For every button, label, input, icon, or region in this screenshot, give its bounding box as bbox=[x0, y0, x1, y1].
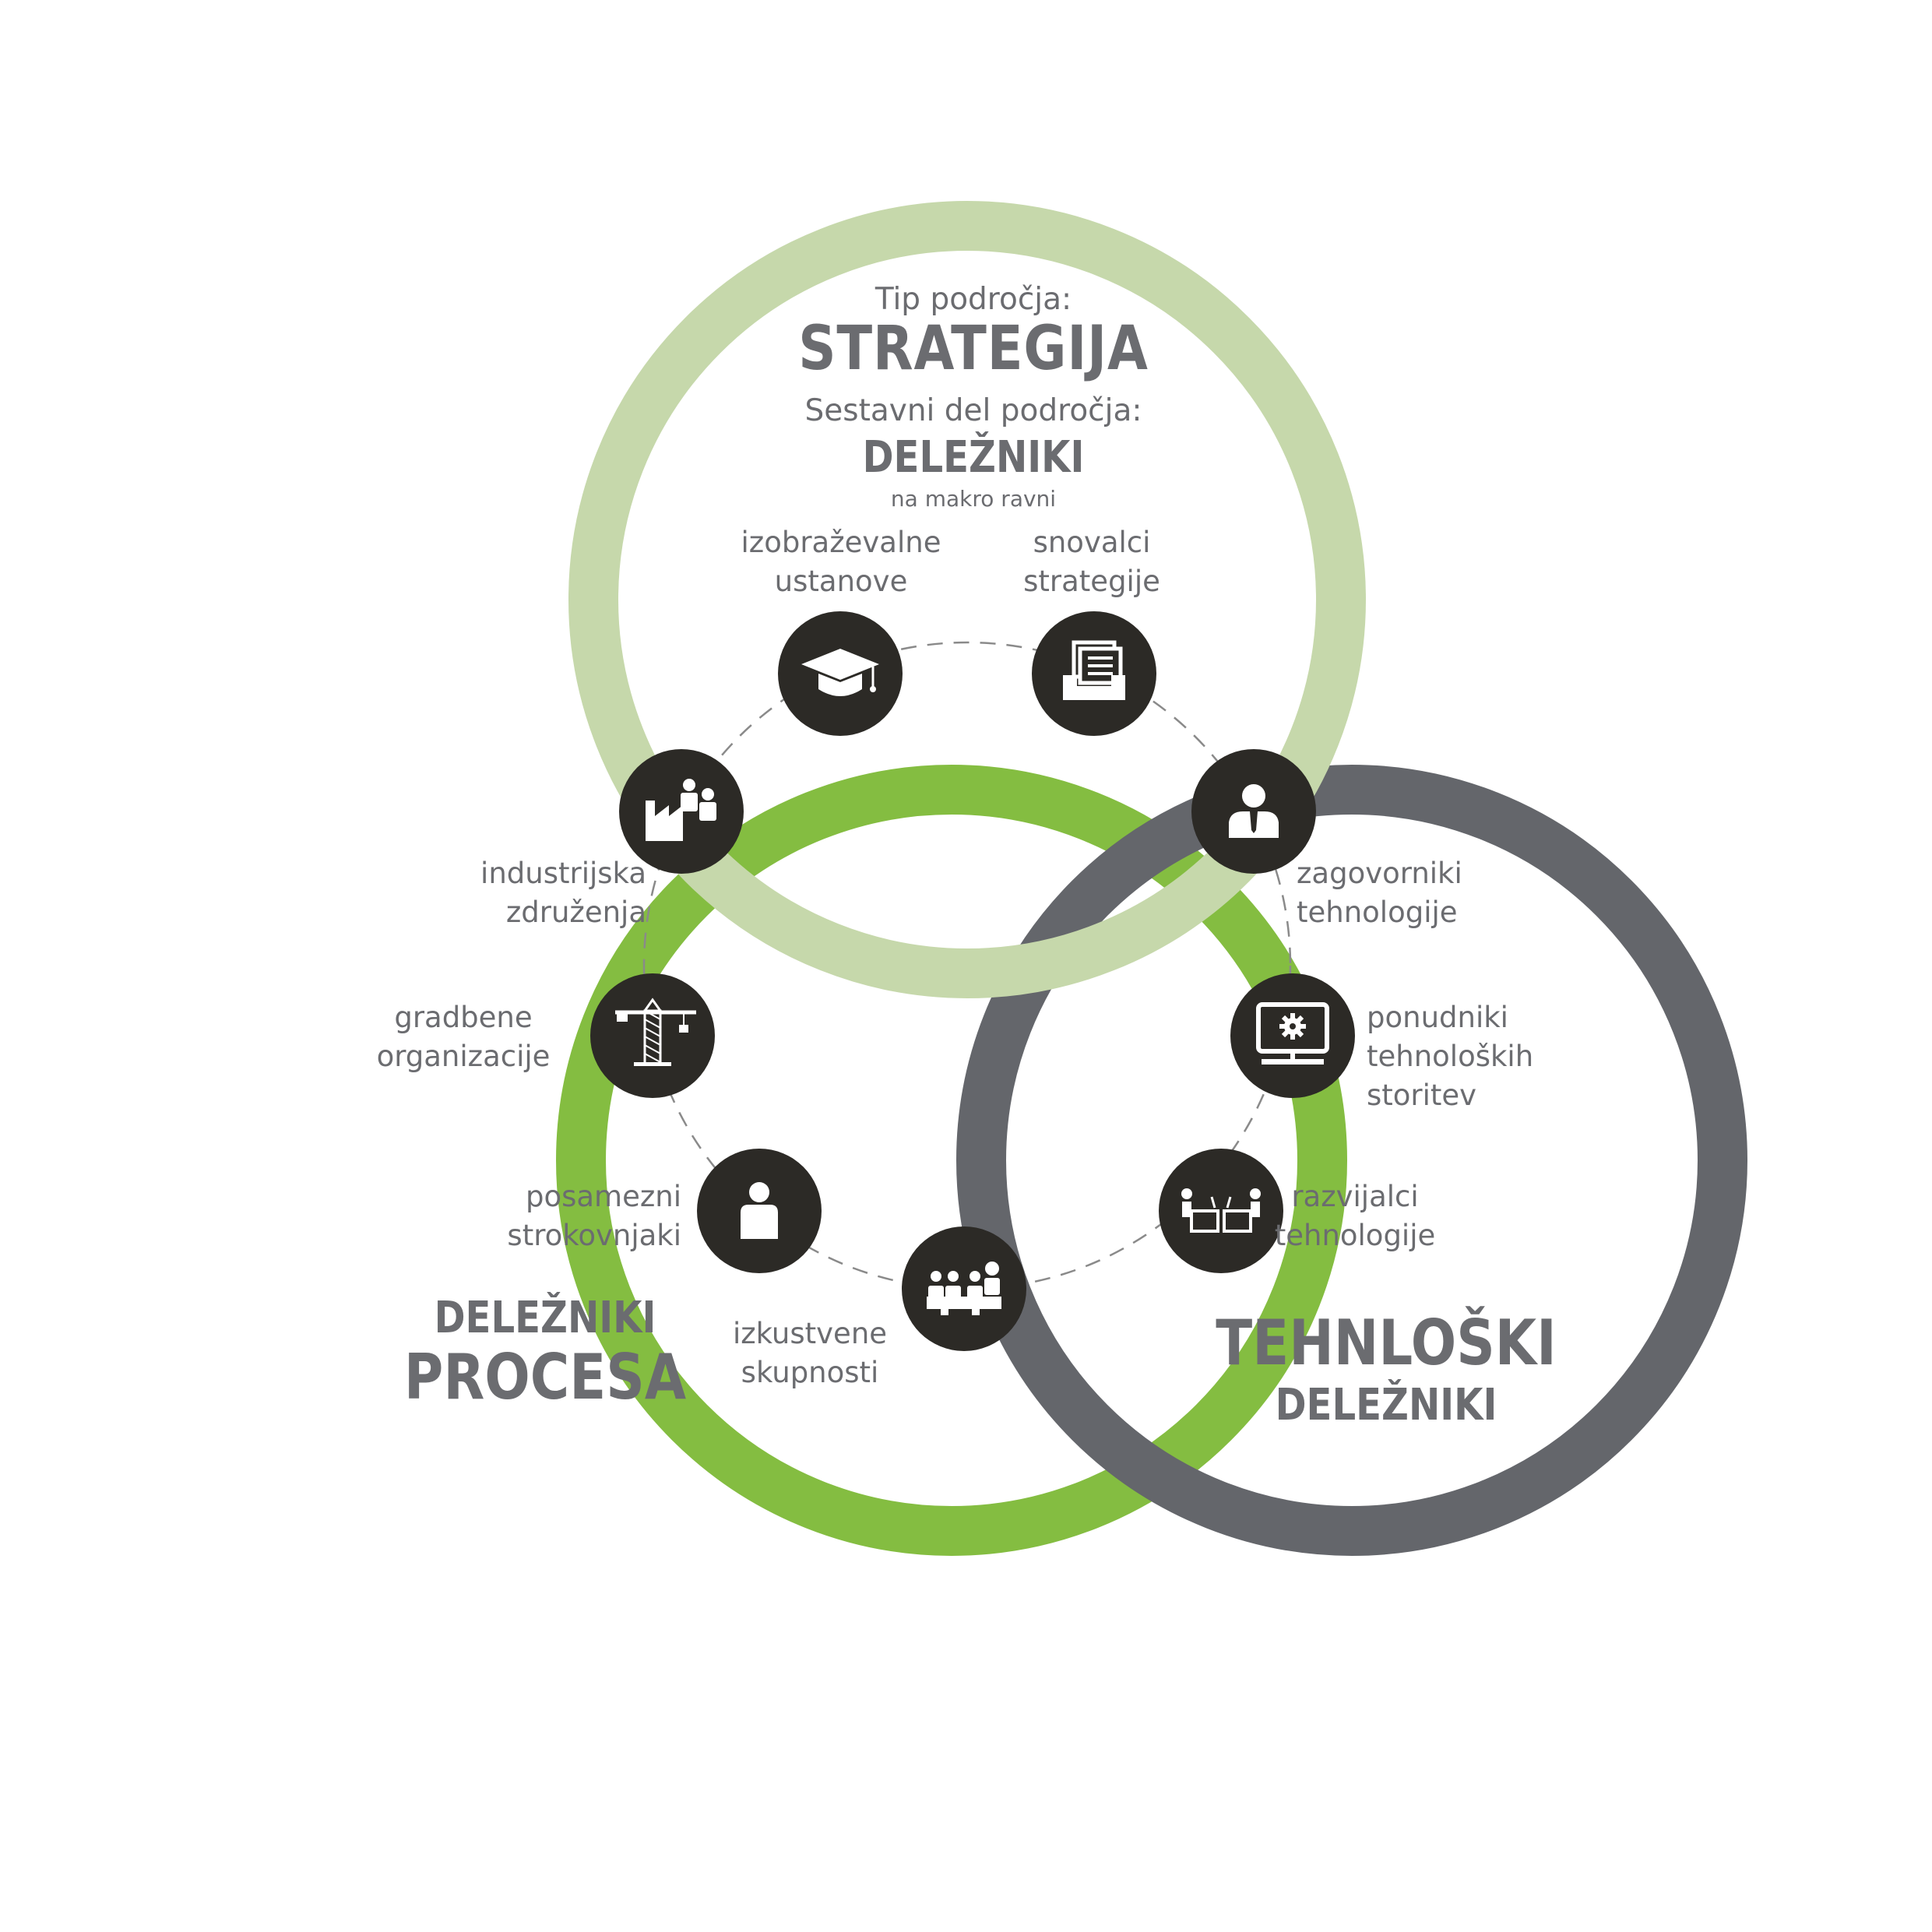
businessman-icon bbox=[1229, 784, 1279, 838]
factory-people-icon bbox=[646, 779, 716, 841]
node-developers-desk bbox=[1159, 1149, 1283, 1273]
strategy-level: na makro ravni bbox=[890, 486, 1057, 512]
process-ring bbox=[556, 765, 1347, 1556]
developers-desk-icon bbox=[1181, 1188, 1261, 1233]
crane-icon bbox=[615, 998, 696, 1066]
strategy-ring bbox=[568, 201, 1366, 998]
node-businessman bbox=[1191, 749, 1316, 874]
strategy-part-name: DELEŽNIKI bbox=[862, 432, 1085, 483]
node-factory-people bbox=[619, 749, 744, 874]
node-circle bbox=[902, 1226, 1026, 1351]
technology-title-line1: TEHNLOŠKI bbox=[1216, 1307, 1557, 1379]
node-computer-gear bbox=[1230, 973, 1355, 1098]
strategy-type-label: Tip področja: bbox=[875, 282, 1072, 317]
node-person bbox=[697, 1149, 822, 1273]
technology-title-line2: DELEŽNIKI bbox=[1275, 1380, 1497, 1431]
process-title-line2: PROCESA bbox=[403, 1341, 687, 1413]
community-group-icon bbox=[927, 1262, 1001, 1315]
strategy-type-name: STRATEGIJA bbox=[798, 314, 1149, 384]
node-community-group bbox=[902, 1226, 1026, 1351]
file-tray-icon bbox=[1063, 640, 1125, 700]
process-title-line1: DELEŽNIKI bbox=[434, 1293, 656, 1343]
node-circle bbox=[1159, 1149, 1283, 1273]
technology-ring bbox=[956, 765, 1747, 1556]
computer-gear-icon bbox=[1256, 1002, 1329, 1065]
strategy-part-label: Sestavni del področja: bbox=[804, 393, 1142, 428]
node-file-tray bbox=[1032, 611, 1156, 736]
node-circle bbox=[590, 973, 715, 1098]
node-graduation-cap bbox=[778, 611, 903, 736]
node-crane bbox=[590, 973, 715, 1098]
graduation-cap-icon bbox=[801, 649, 879, 696]
person-icon bbox=[741, 1182, 778, 1239]
